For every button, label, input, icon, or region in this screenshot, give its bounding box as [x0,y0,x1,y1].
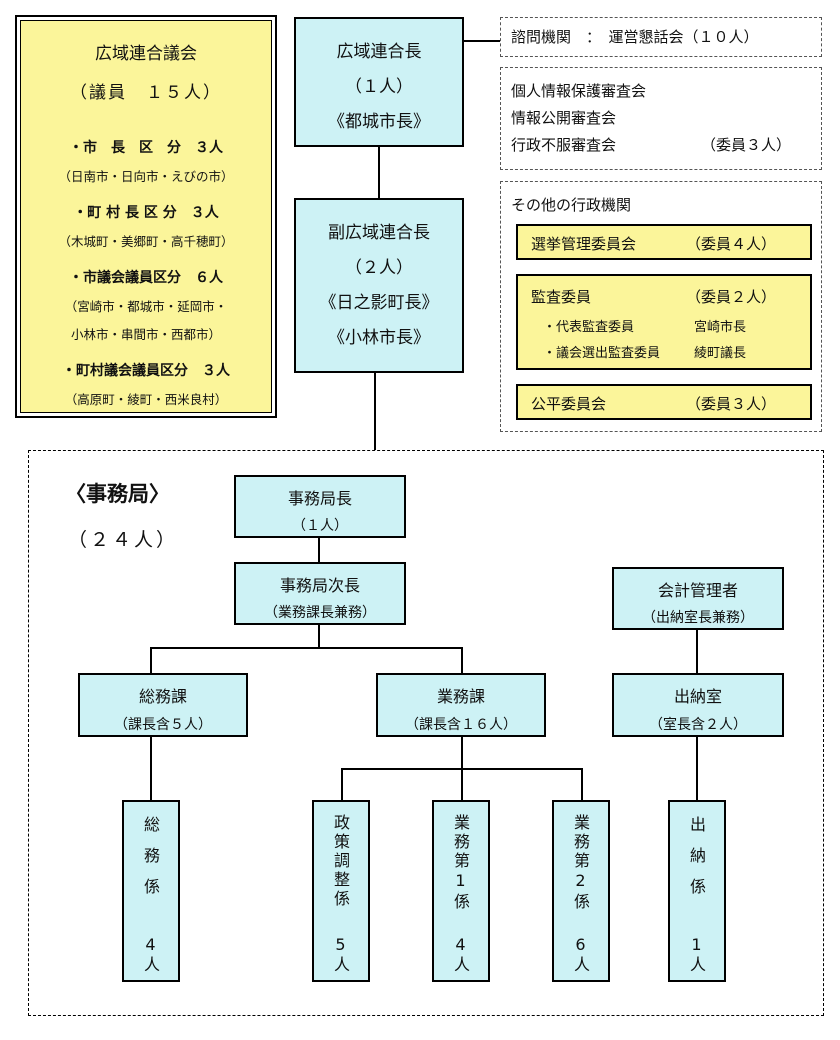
vice-box: 副広域連合長 （２人） 《日之影町長》 《小林市長》 [294,198,464,373]
section-box: 出納室 （室長含２人） [612,673,784,737]
secretariat-title: 〈事務局〉 [65,482,170,506]
section-title: 総務課 [138,687,187,706]
director-box: 事務局長 （１人） [234,475,406,538]
fairness-name: 公平委員会 [531,395,607,413]
section-box: 業務課 （課長含１６人） [376,673,546,737]
chief-holder: 《都城市長》 [328,112,430,132]
section-title: 出納室 [673,687,722,706]
unit-box: 出納係 1人 [668,800,726,982]
accountant-note: （出納室長兼務） [642,610,754,626]
unit-count: 4人 [141,935,160,974]
advisory-box: 諮問機関 ： 運営懇話会（１０人） [500,17,822,57]
connector-line [696,737,698,800]
assembly-title: 広域連合議会 [95,44,197,64]
audit-role: ・議会選出監査委員 [543,346,661,361]
audit-box: 監査委員 （委員２人） ・代表監査委員 宮崎市長 ・議会選出監査委員 綾町議長 [516,274,812,370]
fairness-box: 公平委員会 （委員３人） [516,384,812,420]
chief-count: （１人） [345,77,413,97]
connector-line [150,647,152,673]
unit-count: 1人 [687,935,706,974]
section-note: （室長含２人） [649,717,747,733]
others-box: その他の行政機関 選挙管理委員会 （委員４人） 監査委員 （委員２人） ・代表監… [500,181,822,432]
unit-name: 総務係 [141,816,160,909]
assembly-group-members: （日南市・日向市・えびの市） [58,169,234,184]
advisory-label: 諮問機関 ： 運営懇話会（１０人） [511,28,759,46]
audit-count: （委員２人） [686,288,777,306]
unit-name: 政策調整係 [331,814,350,909]
review-item: 情報公開審査会 [511,109,617,127]
deputy-note: （業務課長兼務） [264,605,376,621]
section-title: 業務課 [436,687,485,706]
connector-line [378,147,380,198]
review-item: 行政不服審査会 [511,136,617,154]
audit-holder: 綾町議長 [694,346,747,361]
accountant-title: 会計管理者 [657,581,738,600]
assembly-group-label: ・市議会議員区分 ６人 [69,270,223,286]
deputy-title: 事務局次長 [279,576,360,595]
review-count: （委員３人） [701,136,792,154]
unit-name: 業務第1係 [451,814,470,912]
audit-role: ・代表監査委員 [543,320,635,335]
director-title: 事務局長 [287,489,352,508]
vice-holder: 《日之影町長》 [319,293,439,313]
section-note: （課長含１６人） [405,717,517,733]
connector-line [464,40,500,42]
connector-line [150,737,152,800]
assembly-group-members: （宮崎市・都城市・延岡市・ [64,299,228,314]
others-title: その他の行政機関 [511,196,632,214]
connector-line [461,647,463,673]
assembly-group-label: ・町 村 長 区 分 ３人 [73,205,219,221]
vice-title: 副広域連合長 [328,223,430,243]
section-box: 総務課 （課長含５人） [78,673,248,737]
vice-holder: 《小林市長》 [328,328,430,348]
connector-line [318,538,320,562]
connector-line [341,768,343,800]
assembly-group-members: （高原町・綾町・西米良村） [64,392,228,407]
director-count: （１人） [292,518,348,534]
assembly-group-label: ・町村議会議員区分 ３人 [62,363,230,379]
unit-count: 5人 [331,935,350,974]
connector-line [461,768,463,800]
election-name: 選挙管理委員会 [531,235,637,253]
review-box: 個人情報保護審査会 情報公開審査会 行政不服審査会 （委員３人） [500,67,822,170]
audit-name: 監査委員 [531,288,592,306]
connector-line [374,373,376,450]
assembly-group-label: ・市 長 区 分 ３人 [69,140,223,156]
accountant-box: 会計管理者 （出納室長兼務） [612,567,784,630]
assembly-group-members: 小林市・串間市・西都市） [70,327,221,342]
vice-count: （２人） [345,258,413,278]
connector-line [318,625,320,648]
assembly-group-members: （木城町・美郷町・高千穂町） [58,234,234,249]
unit-name: 業務第2係 [571,814,590,912]
chief-box: 広域連合長 （１人） 《都城市長》 [294,17,464,147]
assembly-count: （議員 １５人） [70,83,222,103]
unit-box: 業務第2係 6人 [552,800,610,982]
section-note: （課長含５人） [114,717,212,733]
audit-holder: 宮崎市長 [694,320,747,335]
connector-line [696,630,698,673]
fairness-count: （委員３人） [686,395,777,413]
unit-name: 出納係 [687,816,706,909]
connector-line [461,737,463,769]
unit-count: 6人 [571,935,590,974]
secretariat-count: （２４人） [68,529,179,551]
chief-title: 広域連合長 [336,42,422,62]
connector-line [581,768,583,800]
assembly-box: 広域連合議会 （議員 １５人） ・市 長 区 分 ３人 （日南市・日向市・えびの… [15,15,277,418]
unit-box: 政策調整係 5人 [312,800,370,982]
unit-box: 業務第1係 4人 [432,800,490,982]
deputy-box: 事務局次長 （業務課長兼務） [234,562,406,625]
review-item: 個人情報保護審査会 [511,82,647,100]
secretariat-area [28,450,824,1016]
unit-count: 4人 [451,935,470,974]
unit-box: 総務係 4人 [122,800,180,982]
election-box: 選挙管理委員会 （委員４人） [516,224,812,260]
connector-line [150,647,463,649]
election-count: （委員４人） [686,235,777,253]
